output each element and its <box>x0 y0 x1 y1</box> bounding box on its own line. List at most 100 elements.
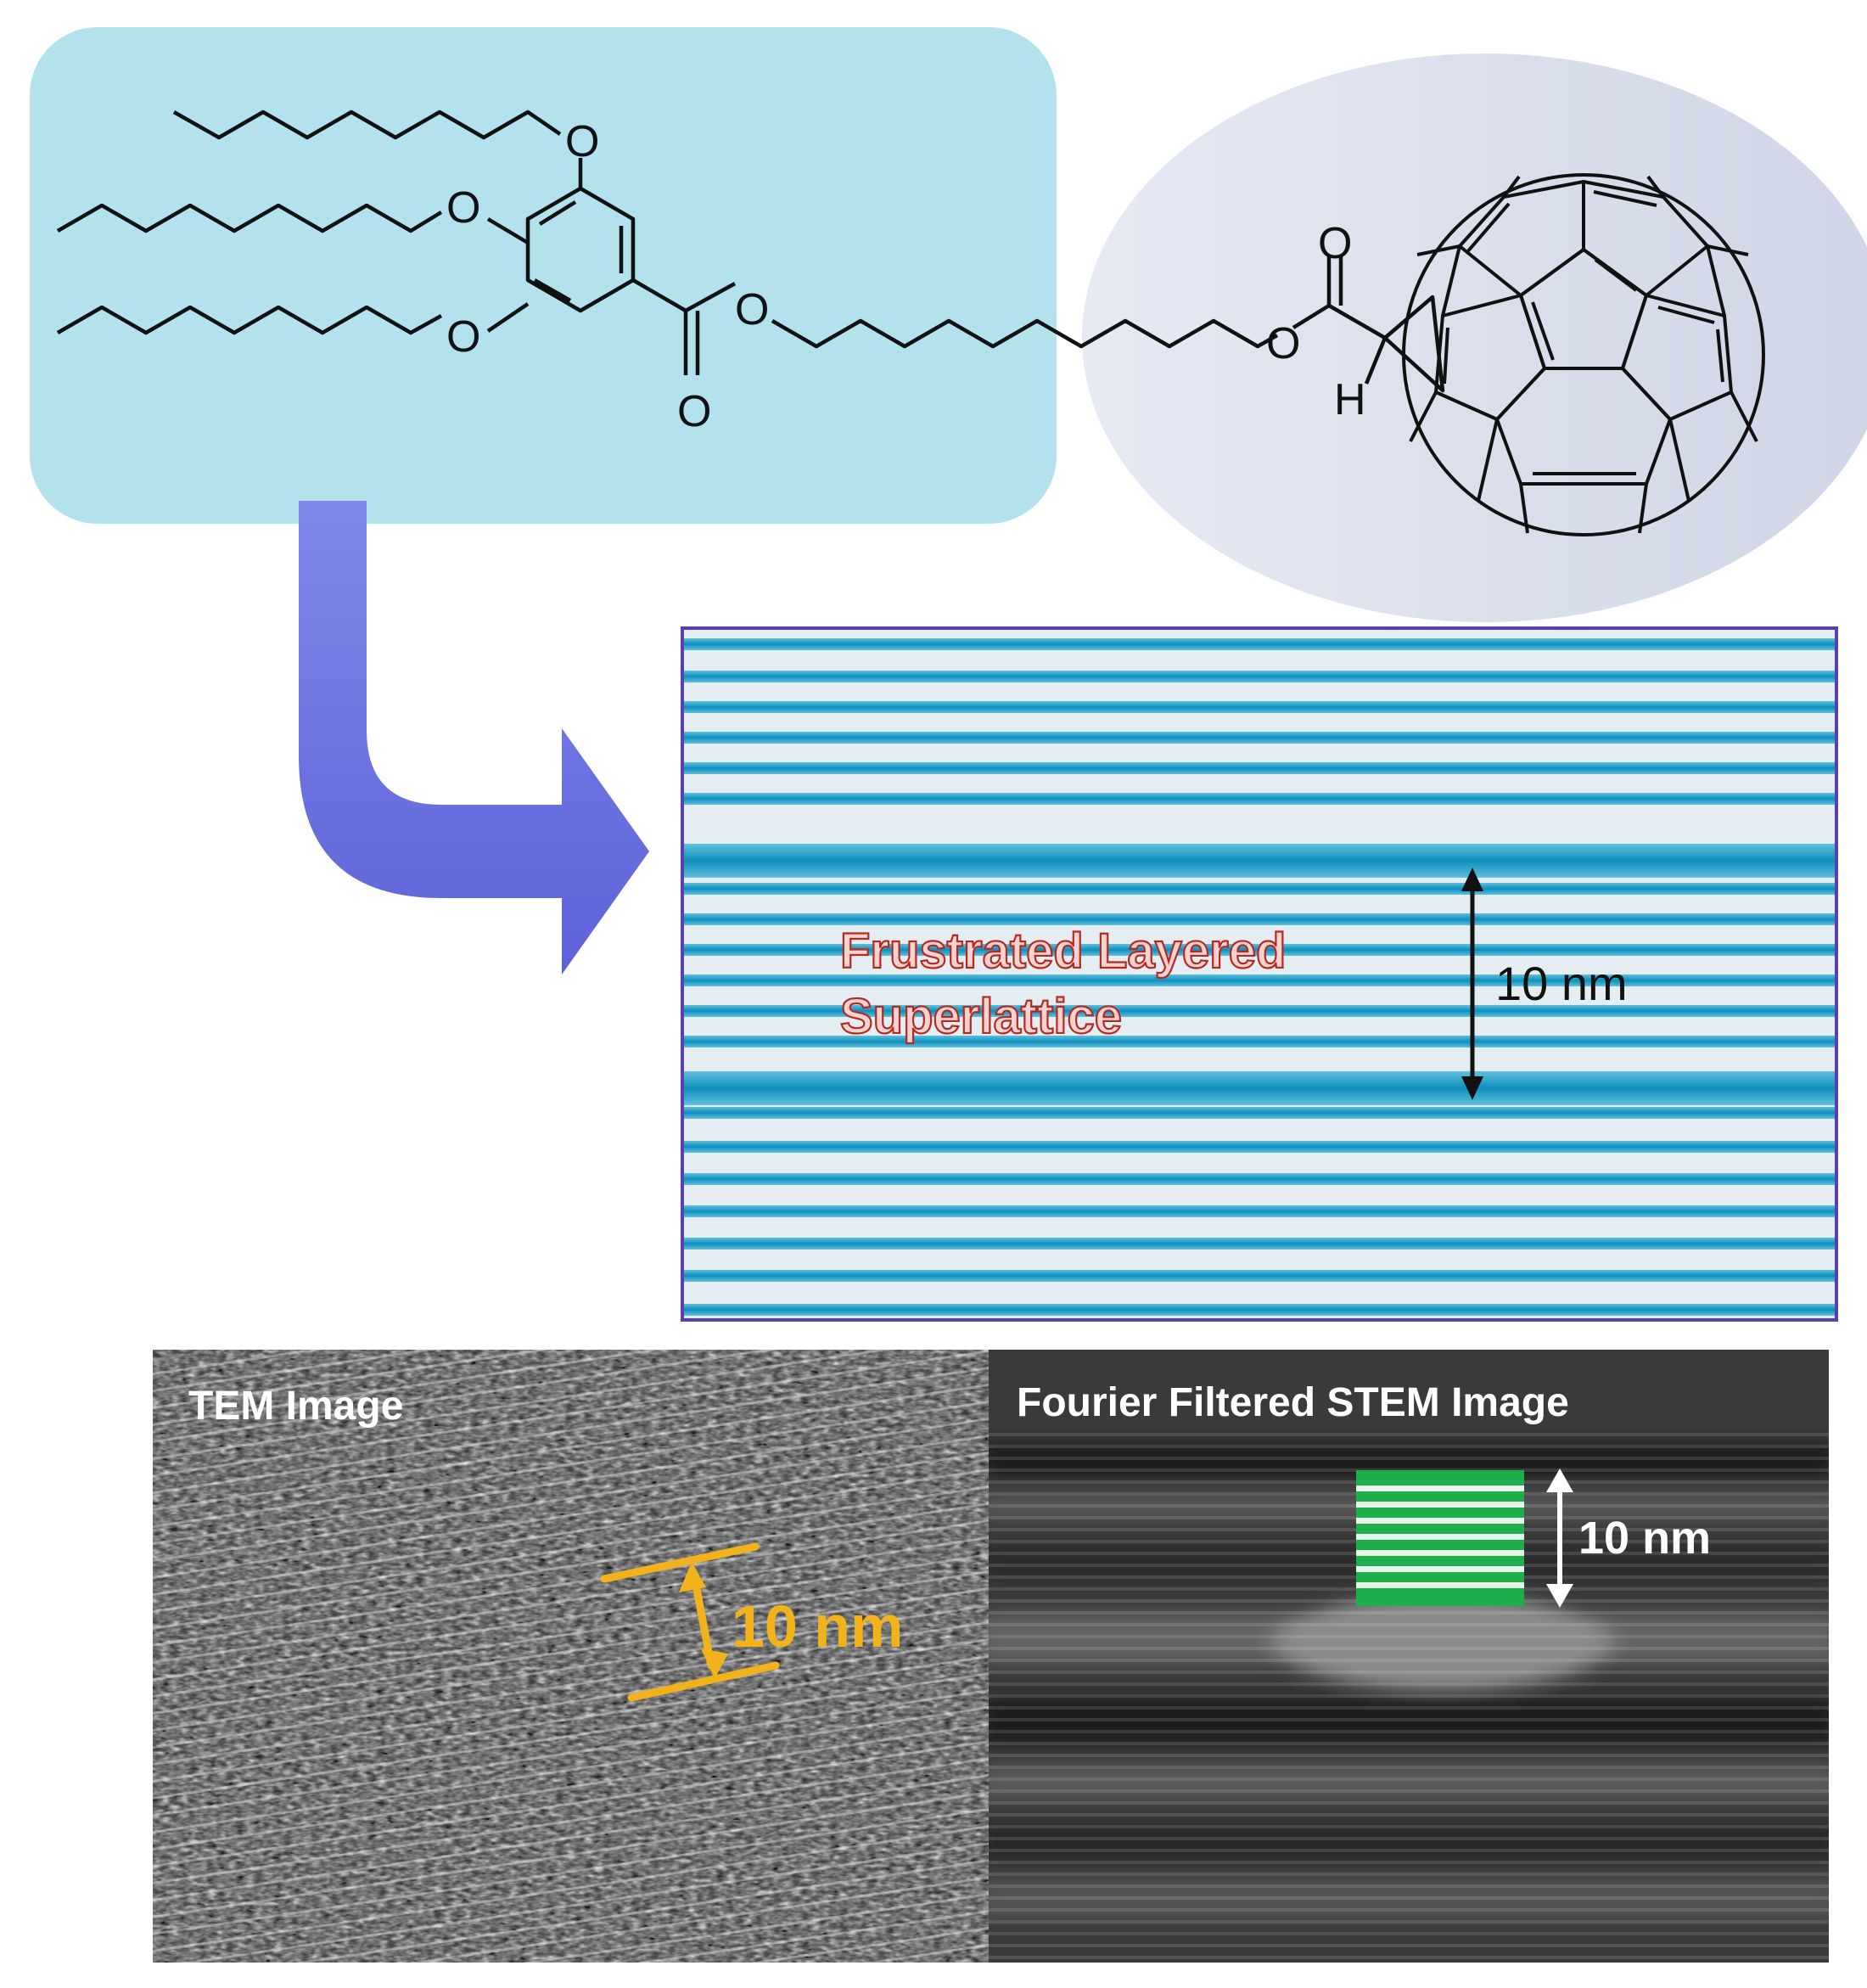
thick-layer-stripe <box>684 844 1835 878</box>
fringe-line <box>153 1586 989 1716</box>
stem-title: Fourier Filtered STEM Image <box>1017 1380 1569 1425</box>
oxygen-label: O <box>446 312 480 362</box>
inset-line <box>1356 1518 1524 1524</box>
fringe-line <box>153 1350 438 1393</box>
fringe-line <box>153 1824 989 1953</box>
fringe-line <box>153 1739 989 1868</box>
thin-layer-stripe <box>684 732 1835 744</box>
thin-layer-stripe <box>684 1238 1835 1250</box>
fringe-line <box>153 1434 989 1563</box>
fringe-line <box>153 1350 552 1410</box>
oxygen-label: O <box>735 285 769 334</box>
tem-title: TEM Image <box>188 1384 403 1429</box>
thin-layer-stripe <box>684 1205 1835 1217</box>
inset-line <box>1356 1534 1524 1540</box>
oxygen-label: O <box>446 183 480 233</box>
fringe-line <box>153 1807 989 1936</box>
fringe-line <box>153 1654 989 1783</box>
thin-layer-stripe <box>684 944 1835 956</box>
fringe-line <box>153 1705 989 1834</box>
thick-layer-stripe <box>684 1071 1835 1105</box>
fringe-line <box>294 1858 989 1963</box>
tem-scale-label: 10 nm <box>732 1593 903 1659</box>
stem-image-panel: Fourier Filtered STEM Image 10 nm <box>989 1350 1829 1963</box>
fringe-line <box>153 1366 989 1495</box>
transition-arrow <box>299 501 649 974</box>
thin-layer-stripe <box>684 793 1835 805</box>
fringe-line <box>153 1790 989 1919</box>
stem-fine-fringes <box>989 1433 1829 1959</box>
thin-layer-stripe <box>684 974 1835 986</box>
chemical-bonds <box>56 110 1445 393</box>
fringe-line <box>522 1892 989 1963</box>
stem-green-inset <box>1356 1470 1524 1606</box>
inset-line <box>1356 1485 1524 1491</box>
fringe-line <box>153 1603 989 1732</box>
fringe-line <box>153 1417 989 1546</box>
inset-line <box>1356 1550 1524 1556</box>
thin-layer-stripe <box>684 913 1835 925</box>
inset-line <box>1356 1582 1524 1588</box>
fringe-line <box>153 1756 989 1885</box>
inset-line <box>1356 1502 1524 1508</box>
oxygen-label: O <box>677 387 711 436</box>
superlattice-label-line1: Frustrated Layered <box>840 924 1286 979</box>
thin-layer-stripe <box>684 1141 1835 1153</box>
fringe-line <box>153 1502 989 1631</box>
stem-inset-lines <box>1356 1485 1524 1588</box>
tem-lattice-fringes <box>153 1350 989 1963</box>
fringe-line <box>636 1909 989 1963</box>
thin-layer-stripe <box>684 762 1835 774</box>
fringe-line <box>153 1637 989 1766</box>
fringe-line <box>749 1926 989 1963</box>
oxygen-label: O <box>1266 319 1300 368</box>
fringe-line <box>153 1485 989 1614</box>
oxygen-label: O <box>1318 219 1352 268</box>
fringe-line <box>181 1841 989 1963</box>
fringe-line <box>153 1688 989 1817</box>
fringe-line <box>153 1350 324 1376</box>
fringe-line <box>153 1350 893 1461</box>
thin-layer-stripe <box>684 701 1835 713</box>
fullerene-ellipse <box>1082 53 1867 622</box>
superlattice-border <box>681 626 1838 1322</box>
inset-line <box>1356 1566 1524 1572</box>
oxygen-label: O <box>565 117 599 166</box>
fringe-line <box>153 1570 989 1699</box>
stem-scale-arrow <box>1546 1469 1573 1608</box>
tem-image-panel: TEM Image 10 nm <box>153 1350 989 1963</box>
fringe-line <box>153 1536 989 1665</box>
atom-labels: O O O O O O O H <box>446 117 1366 436</box>
tem-scale-arrowheads <box>679 1562 728 1679</box>
fringe-line <box>153 1350 989 1478</box>
thin-layer-stripe <box>684 1005 1835 1017</box>
fringe-line <box>153 1722 989 1851</box>
hydrogen-label: H <box>1334 375 1366 424</box>
fringe-line <box>153 1773 989 1902</box>
fringe-line <box>408 1875 989 1963</box>
superlattice-scale-arrow <box>1461 868 1483 1100</box>
layer-stripes <box>684 638 1835 1316</box>
thin-layer-stripe <box>684 1270 1835 1282</box>
fringe-line <box>153 1451 989 1580</box>
fringe-line <box>153 1383 989 1512</box>
fringe-line <box>153 1620 989 1749</box>
thin-layer-stripe <box>684 1036 1835 1047</box>
alkyl-wedge-box <box>30 27 1057 524</box>
superlattice-panel: Frustrated Layered Superlattice 10 nm <box>681 626 1838 1322</box>
superlattice-scale-label: 10 nm <box>1495 957 1628 1010</box>
thin-layer-stripe <box>684 638 1835 650</box>
fringe-line <box>153 1350 779 1444</box>
stem-scale-label: 10 nm <box>1578 1513 1711 1564</box>
thin-layer-stripe <box>684 1107 1835 1119</box>
fringe-line <box>153 1671 989 1800</box>
superlattice-label-line2: Superlattice <box>840 989 1122 1044</box>
fullerene-c60 <box>1402 173 1765 536</box>
fringe-line <box>153 1350 665 1427</box>
thin-layer-stripe <box>684 883 1835 895</box>
fringe-line <box>153 1519 989 1648</box>
molecule-schematic: O O O O O O O H <box>30 27 1867 622</box>
fringe-line <box>153 1468 989 1597</box>
fringe-line <box>153 1400 989 1529</box>
